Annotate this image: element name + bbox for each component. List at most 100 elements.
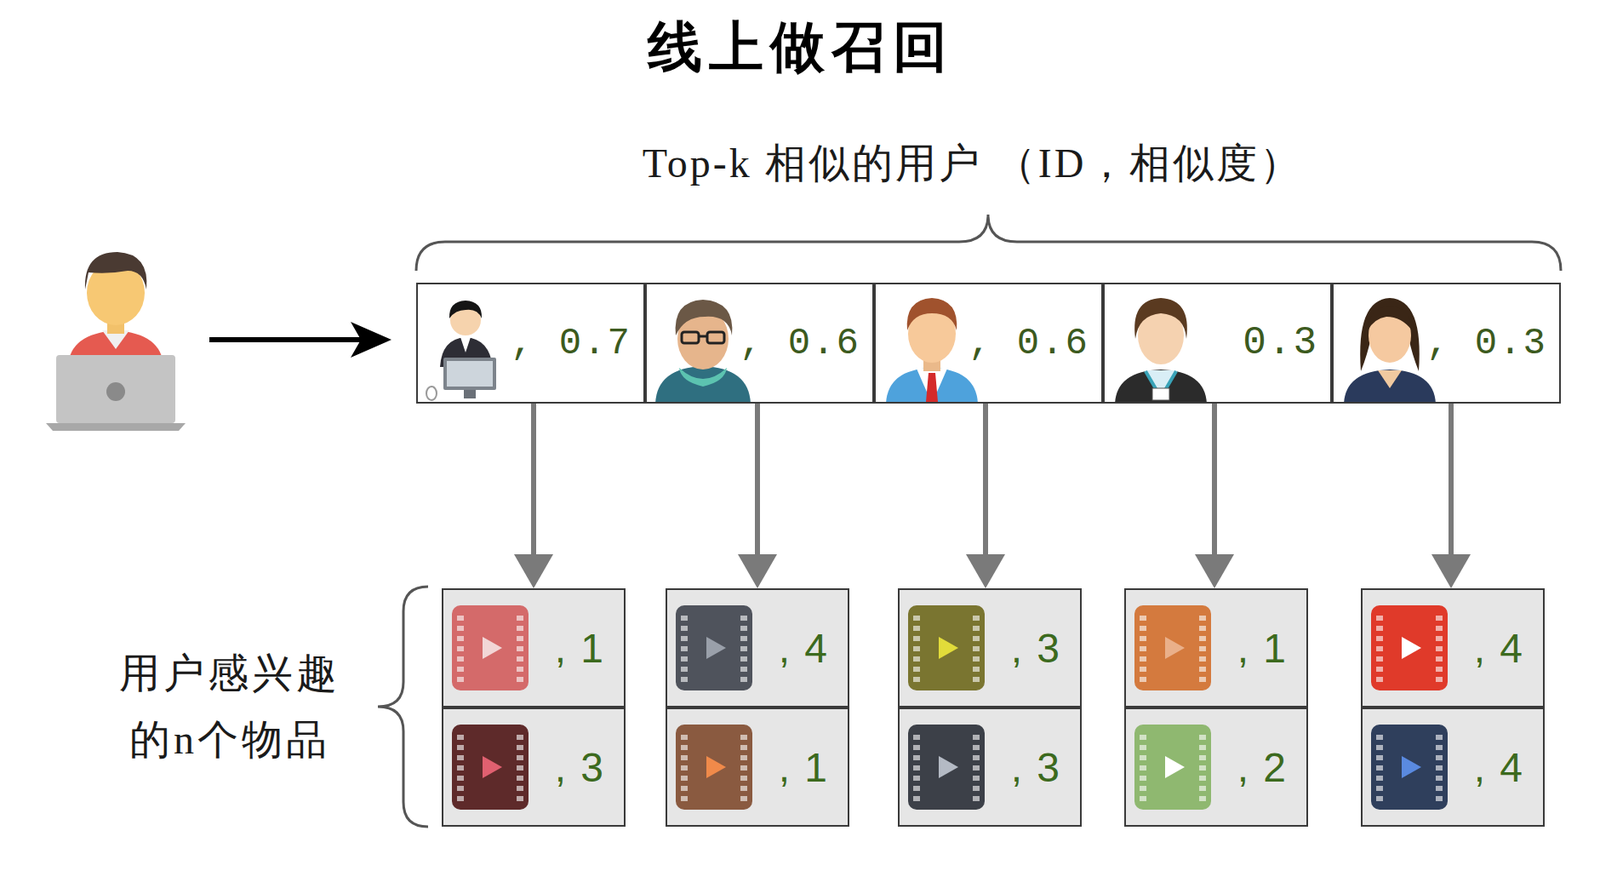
avatar-hair (1134, 297, 1188, 339)
item-cell: , 4 (665, 588, 850, 708)
flow-arrow-line (754, 403, 760, 558)
value-text: , 3 (1011, 624, 1080, 672)
flow-arrow-head (965, 554, 1006, 589)
user-cell: , 0.3 (1331, 282, 1561, 404)
value-text: , 1 (1237, 624, 1307, 672)
query-arrow-head (350, 321, 392, 358)
diagram-title: 线上做召回 (460, 10, 1142, 85)
avatar-hair (907, 297, 958, 331)
avatar-fringe (1367, 306, 1412, 331)
video-icon (908, 605, 985, 691)
flow-arrow (1431, 403, 1471, 589)
user-row-ground (416, 282, 1561, 404)
avatar-mouse (426, 386, 437, 400)
flow-arrow-head (1194, 554, 1235, 589)
avatar-badge (1152, 388, 1170, 400)
video-icon (675, 724, 753, 810)
value-text: , 4 (1474, 743, 1543, 791)
value-text: , 0.3 (1426, 321, 1560, 365)
value-text: , 2 (1237, 743, 1307, 791)
avatar-jacket (1114, 369, 1207, 404)
user-cell: , 0.6 (874, 282, 1103, 404)
avatar-hair (1360, 297, 1420, 372)
avatar-3 (885, 297, 978, 404)
flow-arrow (1194, 403, 1235, 589)
item-cell: , 1 (1124, 588, 1309, 708)
item-column-ground (897, 588, 1082, 827)
item-cell: , 4 (1360, 707, 1545, 827)
avatar-monitor (443, 357, 497, 390)
value-text: , 1 (778, 743, 848, 791)
user-cell: 0.3 (1102, 282, 1332, 404)
video-icon (451, 605, 529, 691)
query-arrow-line (209, 337, 366, 343)
flow-arrow (965, 403, 1006, 589)
avatar-hair (449, 300, 482, 319)
video-icon (451, 724, 529, 810)
value-text: , 0.6 (968, 321, 1102, 365)
group-label: 用户感兴趣的n个物品 (118, 640, 342, 773)
avatar-2 (655, 299, 751, 404)
avatar-hair (675, 299, 733, 336)
video-icon (1371, 724, 1448, 810)
avatar-glasses (707, 331, 725, 343)
flow-arrow (737, 403, 778, 589)
item-cell: , 3 (897, 707, 1082, 827)
flow-arrow-head (1431, 554, 1471, 589)
flow-arrow-line (1211, 403, 1218, 558)
flow-arrow-line (531, 403, 537, 558)
avatar-jacket (885, 367, 978, 404)
flow-arrow-line (982, 403, 989, 558)
video-icon (675, 605, 753, 691)
item-cell: , 3 (897, 588, 1082, 708)
user-hair (85, 251, 147, 290)
avatar-body (1343, 369, 1436, 404)
laptop-base (45, 422, 186, 431)
user-cell: , 0.6 (645, 282, 875, 404)
item-cell: , 1 (665, 707, 850, 827)
side-brace (377, 586, 429, 827)
flow-arrow-line (1448, 403, 1454, 558)
value-text: , 0.7 (510, 321, 644, 365)
avatar-shirt (916, 368, 948, 404)
value-text: , 3 (554, 743, 624, 791)
top-brace (416, 214, 1561, 271)
avatar-4 (1114, 297, 1207, 404)
item-cell: , 4 (1360, 588, 1545, 708)
avatar-scarf (679, 367, 727, 387)
value-text: , 4 (1474, 624, 1543, 672)
item-cell: , 2 (1124, 707, 1309, 827)
value-text: , 3 (1011, 743, 1080, 791)
item-cell: , 1 (441, 588, 626, 708)
laptop-lid (56, 354, 176, 423)
value-text: , 1 (554, 624, 624, 672)
avatar-1 (426, 300, 497, 400)
avatar-stand (463, 389, 476, 399)
flow-arrow-head (514, 554, 554, 589)
video-icon (1371, 605, 1448, 691)
flow-arrow-head (737, 554, 778, 589)
user-cell: , 0.7 (416, 282, 646, 404)
avatar-glasses (698, 335, 708, 338)
item-cell: , 3 (441, 707, 626, 827)
avatar-5 (1343, 297, 1436, 404)
video-icon (1134, 605, 1212, 691)
avatar-shirt (460, 337, 471, 353)
item-column-ground (665, 588, 850, 827)
avatar-tie (925, 372, 938, 402)
avatar-screen (446, 360, 493, 387)
laptop-logo (106, 382, 126, 401)
avatar-neckline (1377, 370, 1402, 389)
current-user-icon (45, 251, 186, 431)
group-label: Top-k 相似的用户 （ID，相似度） (462, 136, 1484, 191)
cell-grounds (416, 282, 1561, 827)
value-text: , 0.6 (739, 321, 873, 365)
avatar-glasses (681, 331, 699, 343)
item-column-ground (1360, 588, 1545, 827)
video-icon (908, 724, 985, 810)
flow-arrow (514, 403, 554, 589)
value-text: 0.3 (1242, 320, 1331, 366)
avatar-body (655, 365, 751, 404)
video-icon (1134, 724, 1212, 810)
